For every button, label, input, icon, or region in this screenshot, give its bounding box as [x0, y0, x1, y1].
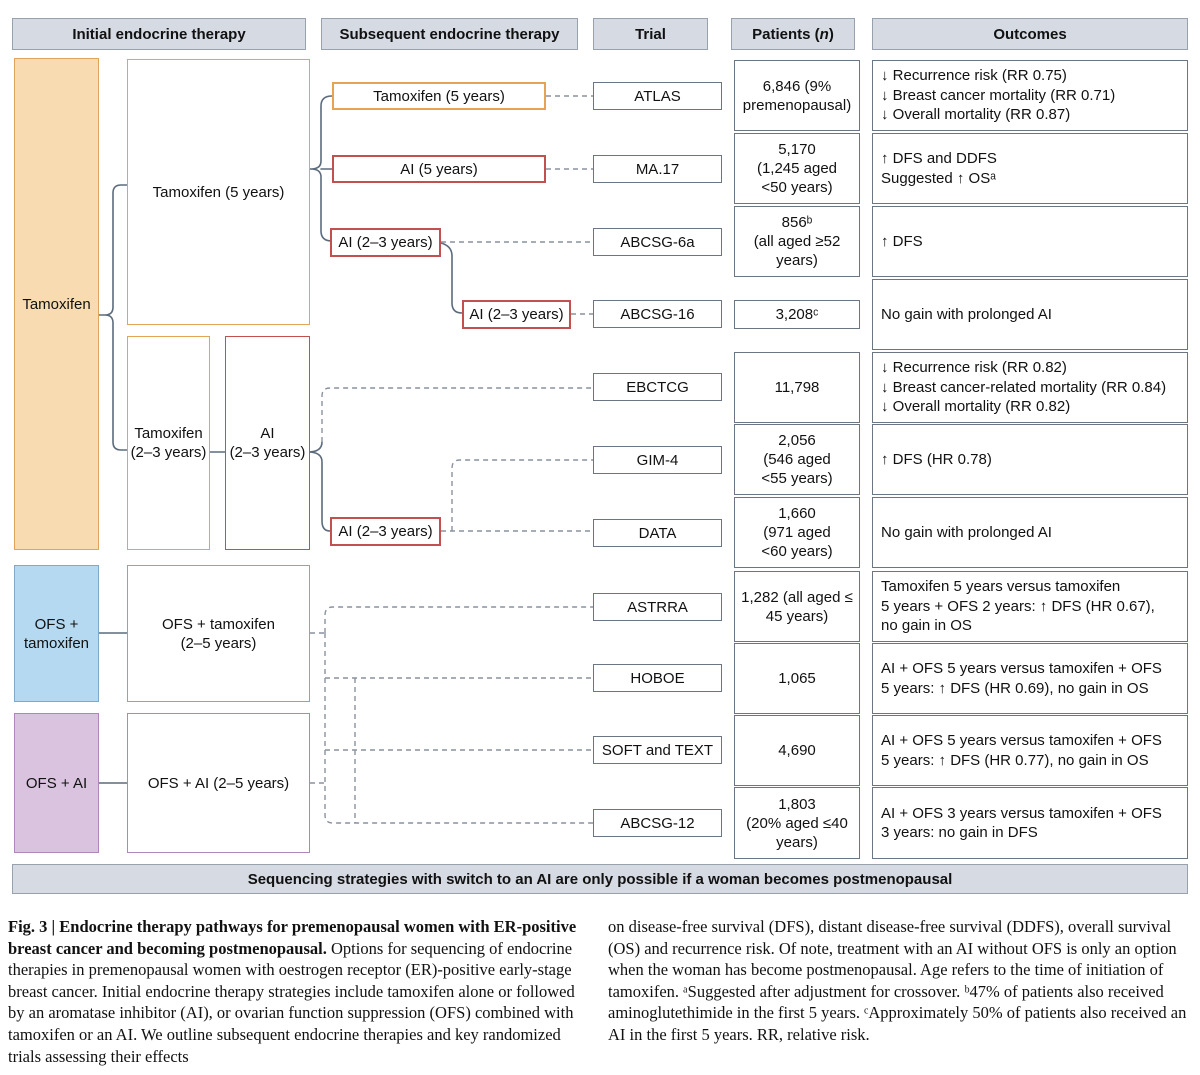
outcomes-box-gim4: ↑ DFS (HR 0.78) — [872, 424, 1188, 495]
outcomes-box-ebctcg: ↓ Recurrence risk (RR 0.82) ↓ Breast can… — [872, 352, 1188, 423]
connector-tamoxifen-brace — [98, 184, 128, 451]
connector-ai23-brace — [307, 441, 331, 532]
header-outcomes: Outcomes — [872, 18, 1188, 50]
outcomes-box-atlas: ↓ Recurrence risk (RR 0.75) ↓ Breast can… — [872, 60, 1188, 131]
subsequent-ai-23y-box-2: AI (2–3 years) — [462, 300, 571, 329]
trial-box-atlas: ATLAS — [593, 82, 722, 110]
patients-box-abcsg12: 1,803 (20% aged ≤40 years) — [734, 787, 860, 859]
header-initial-endocrine-therapy: Initial endocrine therapy — [12, 18, 306, 50]
caption-left-text: Options for sequencing of endocrine ther… — [8, 938, 575, 1066]
initial-tamoxifen-23y-box: Tamoxifen (2–3 years) — [127, 336, 210, 550]
connector-tam5y-brace — [309, 95, 333, 242]
outcomes-box-abcsg16: No gain with prolonged AI — [872, 279, 1188, 350]
patients-box-ebctcg: 11,798 — [734, 352, 860, 423]
outcomes-box-abcsg6a: ↑ DFS — [872, 206, 1188, 277]
caption-left-column: Fig. 3 | Endocrine therapy pathways for … — [8, 916, 586, 1067]
connector-ai23a-to-ai23b — [440, 242, 463, 314]
initial-ai-23y-box: AI (2–3 years) — [225, 336, 310, 550]
initial-tamoxifen-box: Tamoxifen — [14, 58, 99, 550]
patients-box-soft-text: 4,690 — [734, 715, 860, 786]
trial-box-ebctcg: EBCTCG — [593, 373, 722, 401]
dashed-gim4 — [451, 459, 593, 531]
trial-box-abcsg16: ABCSG-16 — [593, 300, 722, 328]
outcomes-box-hoboe: AI + OFS 5 years versus tamoxifen + OFS … — [872, 643, 1188, 714]
outcomes-box-astrra: Tamoxifen 5 years versus tamoxifen 5 yea… — [872, 571, 1188, 642]
header-trial: Trial — [593, 18, 708, 50]
patients-box-astrra: 1,282 (all aged ≤ 45 years) — [734, 571, 860, 642]
trial-box-astrra: ASTRRA — [593, 593, 722, 621]
trial-box-abcsg12: ABCSG-12 — [593, 809, 722, 837]
connector-lines — [98, 95, 593, 824]
trial-box-ma17: MA.17 — [593, 155, 722, 183]
subsequent-ai-23y-box-1: AI (2–3 years) — [330, 228, 441, 257]
subsequent-ai-5y-box: AI (5 years) — [332, 155, 546, 183]
patients-box-abcsg6a: 856ᵇ (all aged ≥52 years) — [734, 206, 860, 277]
outcomes-box-data: No gain with prolonged AI — [872, 497, 1188, 568]
patients-box-data: 1,660 (971 aged <60 years) — [734, 497, 860, 568]
patients-box-hoboe: 1,065 — [734, 643, 860, 714]
initial-ofs-tamoxifen-25y-box: OFS + tamoxifen (2–5 years) — [127, 565, 310, 702]
trial-box-hoboe: HOBOE — [593, 664, 722, 692]
trial-box-abcsg6a: ABCSG-6a — [593, 228, 722, 256]
outcomes-box-ma17: ↑ DFS and DDFS Suggested ↑ OSᵃ — [872, 133, 1188, 204]
outcomes-box-soft-text: AI + OFS 5 years versus tamoxifen + OFS … — [872, 715, 1188, 786]
dashed-ebctcg — [321, 387, 593, 442]
outcomes-box-abcsg12: AI + OFS 3 years versus tamoxifen + OFS … — [872, 787, 1188, 859]
patients-box-ma17: 5,170 (1,245 aged <50 years) — [734, 133, 860, 204]
postmenopausal-note-banner: Sequencing strategies with switch to an … — [12, 864, 1188, 894]
trial-box-soft-text: SOFT and TEXT — [593, 736, 722, 764]
dashed-vertical-abcsg12 — [324, 633, 593, 824]
header-patients-n: Patients (n) — [731, 18, 855, 50]
patients-box-abcsg16: 3,208ᶜ — [734, 300, 860, 329]
header-patients-italic-n: n — [819, 25, 829, 43]
patients-box-atlas: 6,846 (9% premenopausal) — [734, 60, 860, 131]
subsequent-ai-23y-box-3: AI (2–3 years) — [330, 517, 441, 546]
trial-box-data: DATA — [593, 519, 722, 547]
subsequent-tamoxifen-5y-box: Tamoxifen (5 years) — [332, 82, 546, 110]
trial-box-gim4: GIM-4 — [593, 446, 722, 474]
initial-ofs-ai-25y-box: OFS + AI (2–5 years) — [127, 713, 310, 853]
caption-title: Fig. 3 | Endocrine therapy pathways for … — [8, 917, 577, 958]
caption-right-text: on disease-free survival (DFS), distant … — [608, 917, 1187, 1044]
header-patients-pre: Patients ( — [752, 25, 820, 43]
caption-right-column: on disease-free survival (DFS), distant … — [608, 916, 1192, 1046]
initial-ofs-ai-box: OFS + AI — [14, 713, 99, 853]
header-subsequent-endocrine-therapy: Subsequent endocrine therapy — [321, 18, 578, 50]
initial-tamoxifen-5y-box: Tamoxifen (5 years) — [127, 59, 310, 325]
dashed-astrra — [324, 606, 593, 633]
initial-ofs-tamoxifen-box: OFS + tamoxifen — [14, 565, 99, 702]
header-patients-post: ) — [828, 25, 834, 43]
patients-box-gim4: 2,056 (546 aged <55 years) — [734, 424, 860, 495]
